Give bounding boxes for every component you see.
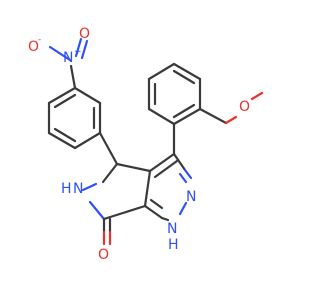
bicyclic-core [81,122,193,246]
nitro-n-plus-label: N [63,50,73,66]
pyrazole-h-label: H [168,237,179,253]
lactam-n-label: N [73,181,83,197]
lactam-h-label: H [61,181,72,197]
nitrophenyl-ring [47,86,102,150]
nitro-o-minus-label: O [28,39,39,55]
nitro-n-plus-charge: + [74,47,82,57]
methoxy-group [198,91,264,125]
nitro-group [48,37,89,90]
molecule-structure: O - N + O O H N N N H O [28,26,264,263]
carbonyl-o-label: O [98,247,109,263]
pyrazole-n1-label: N [167,221,177,237]
nitro-o-label: O [79,26,90,42]
methoxyphenyl-ring [147,62,202,126]
nitro-o-minus-charge: - [38,35,41,45]
methoxy-o-label: O [239,99,250,115]
atom-labels: O - N + O O H N N N H O [28,26,250,263]
pyrazole-n2-label: N [186,189,196,205]
